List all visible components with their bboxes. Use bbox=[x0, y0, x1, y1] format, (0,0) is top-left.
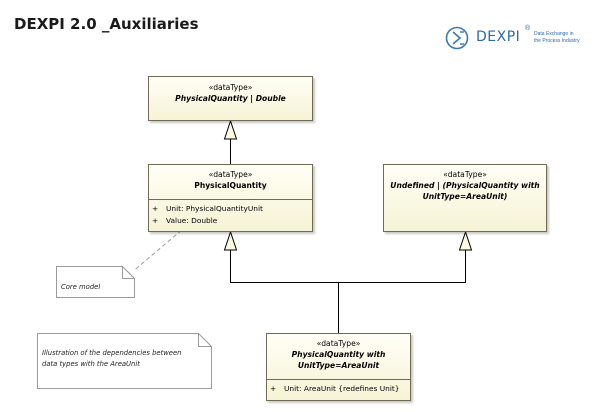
attribute-visibility: + bbox=[152, 204, 159, 213]
class-name-line-2: UnitType=AreaUnit bbox=[297, 361, 380, 370]
class-attribute: + Unit: AreaUnit {redefines Unit} bbox=[267, 383, 410, 395]
class-compartment-divider bbox=[149, 199, 312, 200]
generalization-arrowhead bbox=[458, 230, 473, 251]
dexpi-logo-icon bbox=[445, 26, 469, 50]
attribute-visibility: + bbox=[152, 216, 159, 225]
attribute-visibility: + bbox=[270, 384, 277, 393]
class-physical-quantity-with-area-unit[interactable]: «dataType» PhysicalQuantity with UnitTyp… bbox=[266, 333, 411, 401]
class-name-line-1: PhysicalQuantity with bbox=[291, 350, 386, 359]
note-text: Core model bbox=[61, 283, 101, 291]
note-shape bbox=[56, 266, 135, 298]
class-attribute: + Unit: PhysicalQuantityUnit bbox=[149, 203, 312, 215]
class-name-line-2: UnitType=AreaUnit) bbox=[422, 192, 508, 201]
class-attribute: + Value: Double bbox=[149, 215, 312, 227]
note-text-line-2: data types with the AreaUnit bbox=[42, 360, 140, 368]
generalization-arrowhead bbox=[223, 230, 238, 251]
generalization-line bbox=[230, 250, 339, 333]
logo-tagline-line-2: the Process Industry bbox=[534, 38, 580, 44]
logo-tagline-line-1: Data Exchange in bbox=[534, 31, 574, 37]
note-shape bbox=[37, 333, 212, 389]
note-core-model[interactable]: Core model bbox=[56, 266, 135, 298]
logo-wordmark: DEXPI bbox=[476, 29, 521, 45]
class-stereotype: «dataType» bbox=[443, 170, 487, 179]
class-name-line-1: Undefined | (PhysicalQuantity with bbox=[390, 181, 540, 190]
generalization-arrowhead bbox=[223, 119, 238, 140]
class-undefined-or-area-quantity[interactable]: «dataType» Undefined | (PhysicalQuantity… bbox=[383, 164, 547, 232]
class-name: PhysicalQuantity bbox=[194, 181, 267, 190]
attribute-text: Unit: AreaUnit {redefines Unit} bbox=[284, 384, 400, 393]
diagram-title: DEXPI 2.0 _Auxiliaries bbox=[14, 15, 199, 33]
note-illustration[interactable]: Illustration of the dependencies between… bbox=[37, 333, 212, 389]
attribute-text: Unit: PhysicalQuantityUnit bbox=[166, 204, 263, 213]
class-compartment-divider bbox=[267, 379, 410, 380]
note-text-line-1: Illustration of the dependencies between bbox=[42, 349, 182, 357]
class-name: PhysicalQuantity | Double bbox=[175, 94, 286, 103]
class-stereotype: «dataType» bbox=[208, 83, 253, 92]
logo-registered-mark: ® bbox=[525, 25, 531, 32]
class-stereotype: «dataType» bbox=[316, 339, 361, 348]
attribute-text: Value: Double bbox=[166, 216, 218, 225]
dexpi-logo: DEXPI ® Data Exchange in the Process Ind… bbox=[444, 24, 594, 52]
class-physical-quantity-or-double[interactable]: «dataType» PhysicalQuantity | Double bbox=[148, 76, 313, 121]
class-physical-quantity[interactable]: «dataType» PhysicalQuantity + Unit: Physi… bbox=[148, 164, 313, 232]
generalization-line bbox=[338, 250, 466, 283]
class-stereotype: «dataType» bbox=[208, 170, 253, 179]
